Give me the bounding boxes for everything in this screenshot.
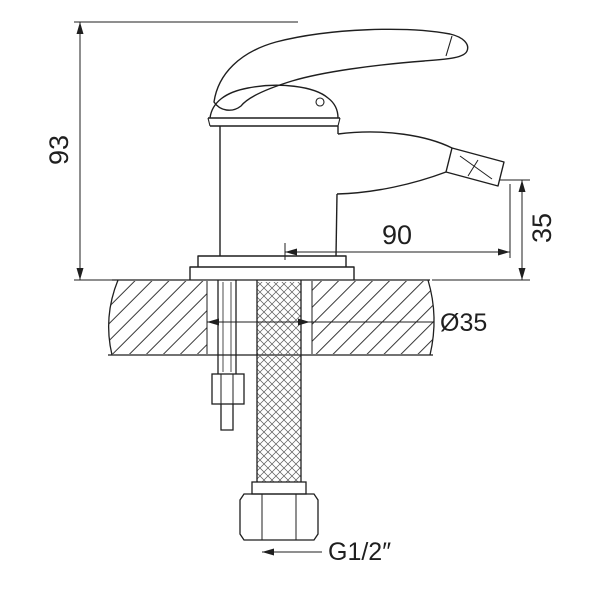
cap-edge-right [337,117,341,127]
spout-bottom-edge [336,171,447,195]
arrow-right-icon [498,248,510,256]
reach-dimension-label: 90 [382,220,412,250]
mounting-stud [211,280,245,431]
supply-hose [239,280,319,541]
stud-nut [211,373,245,405]
arrow-left-icon [207,318,219,326]
cap-edge-left [207,117,211,127]
cap-indicator-dot [315,97,325,107]
aerator-detail [459,155,493,180]
arrow-up-icon [518,180,526,192]
thread-callout: G1/2″ [262,538,391,566]
counter-break-right [427,279,435,356]
countertop-section [108,279,435,356]
base-plate-upper [197,255,347,267]
arrow-down-icon [518,268,526,280]
handle-tip-detail [445,35,453,57]
arrow-right-icon [298,318,310,326]
hole-diameter-callout: Ø35 [207,309,487,337]
hose-braid-texture [257,282,301,482]
counter-hatch-left [108,281,207,354]
height-dimension-label: 93 [44,135,74,165]
spout-top-edge [337,131,453,149]
faucet [189,28,505,280]
spout-aerator [445,147,505,187]
spout-height-dimension-label: 35 [527,213,557,243]
dimension-height-93: 93 [44,21,298,281]
thread-size-label: G1/2″ [328,538,391,566]
faucet-handle [213,28,469,111]
stud-tip [220,404,234,431]
hose-connector-nut [239,493,319,541]
arrow-down-icon [76,268,84,280]
arrow-left-icon [262,548,274,556]
faucet-cap [209,84,339,119]
arrow-up-icon [76,22,84,34]
arrow-left-icon [285,248,297,256]
counter-break-left [108,279,119,356]
body-right-lower-edge [335,193,338,257]
dimension-reach-90: 90 [284,184,511,260]
hole-diameter-label: Ø35 [440,309,487,337]
dimension-spout-height-35: 35 [432,179,557,281]
counter-hatch-right [312,281,435,354]
